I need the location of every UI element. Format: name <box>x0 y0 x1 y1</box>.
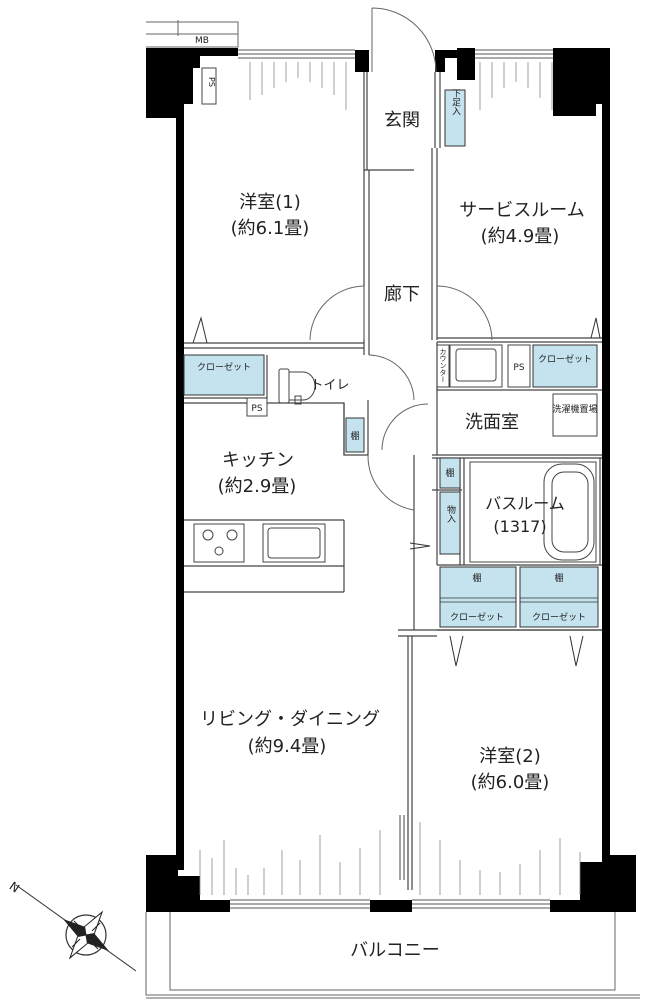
closet-room1-box <box>183 354 265 396</box>
shoe-storage-label: 下足入 <box>450 89 461 116</box>
ps-label-top: PS <box>207 77 216 87</box>
toilet-fixture <box>278 368 316 405</box>
room2-name: 洋室(2) <box>479 746 541 767</box>
storage-label: 物入 <box>445 504 456 523</box>
balcony-label: バルコニー <box>350 940 440 961</box>
shelf-label-toilet: 棚 <box>350 430 359 442</box>
laundry-place-label: 洗濯機置場 <box>552 403 597 415</box>
door-triangles <box>192 316 601 667</box>
living-size: (約9.4畳) <box>248 736 327 757</box>
shoe-storage-box <box>444 89 466 147</box>
wall-left <box>176 100 184 870</box>
room1-size: (約6.1畳) <box>231 218 310 239</box>
shelf-bath-box <box>439 457 461 489</box>
closet-label-bottom-left: クローゼット <box>450 611 504 623</box>
mb-label: MB <box>195 36 209 46</box>
room2-size: (約6.0畳) <box>471 772 550 793</box>
north-mark: N <box>7 879 22 896</box>
washer-place-box <box>552 393 598 437</box>
shelf-label-closet-left: 棚 <box>472 572 481 584</box>
kitchen-sink <box>262 523 326 563</box>
walls <box>146 48 636 912</box>
shelf-label-bath: 棚 <box>445 467 454 479</box>
windows <box>230 49 553 909</box>
closet-label-room1: クローゼット <box>197 361 251 373</box>
ps-label-wash: PS <box>513 363 524 373</box>
bathtub <box>469 461 597 563</box>
outer-outline <box>145 20 640 999</box>
wall-top-left-pillar <box>146 48 200 118</box>
bathroom-name: バスルーム <box>485 494 565 513</box>
closet-service-box <box>532 344 598 388</box>
wall-top-right-pillar <box>553 48 610 116</box>
ps-label-toilet: PS <box>251 404 262 414</box>
service-room-name: サービスルーム <box>459 200 584 221</box>
shelf-label-closet-right: 棚 <box>554 572 563 584</box>
shelf-toilet-box <box>345 417 365 453</box>
counter-box <box>436 344 450 388</box>
storage-bath-box <box>439 491 461 555</box>
ps-box-toilet <box>246 397 268 417</box>
living-name: リビング・ダイニング <box>200 709 380 730</box>
hallway-label: 廊下 <box>384 284 420 305</box>
wall-bottom-left-pillar <box>146 855 200 912</box>
stove <box>193 523 245 563</box>
wall-bottom-right-pillar <box>580 855 636 912</box>
bathroom-size: (1317) <box>493 517 546 536</box>
door-swings <box>309 7 493 511</box>
kitchen-name: キッチン <box>222 450 294 471</box>
closet-bottom-left-box <box>439 566 517 628</box>
ps-box-top <box>201 67 217 105</box>
ps-box-wash <box>507 344 531 388</box>
wall-right <box>602 100 610 870</box>
labels: MB PS 玄関 下足入 洋室(1) (約6.1畳) サービスルーム (約4.9… <box>195 36 598 961</box>
service-room-size: (約4.9畳) <box>481 226 560 247</box>
closet-label-bottom-right: クローゼット <box>532 611 586 623</box>
storage-areas <box>183 89 599 628</box>
closet-label-service: クローゼット <box>538 353 592 365</box>
curtain-marks <box>199 62 581 895</box>
compass-icon: N <box>7 879 137 972</box>
counter-label: カウンター <box>439 348 447 383</box>
entrance-label: 玄関 <box>384 110 420 131</box>
fixtures <box>193 67 598 880</box>
room1-name: 洋室(1) <box>239 192 301 213</box>
toilet-label: トイレ <box>310 378 349 393</box>
closet-bottom-right-box <box>519 566 599 628</box>
kitchen-size: (約2.9畳) <box>218 476 297 497</box>
washroom-label: 洗面室 <box>465 412 519 433</box>
wash-basin <box>449 344 503 388</box>
